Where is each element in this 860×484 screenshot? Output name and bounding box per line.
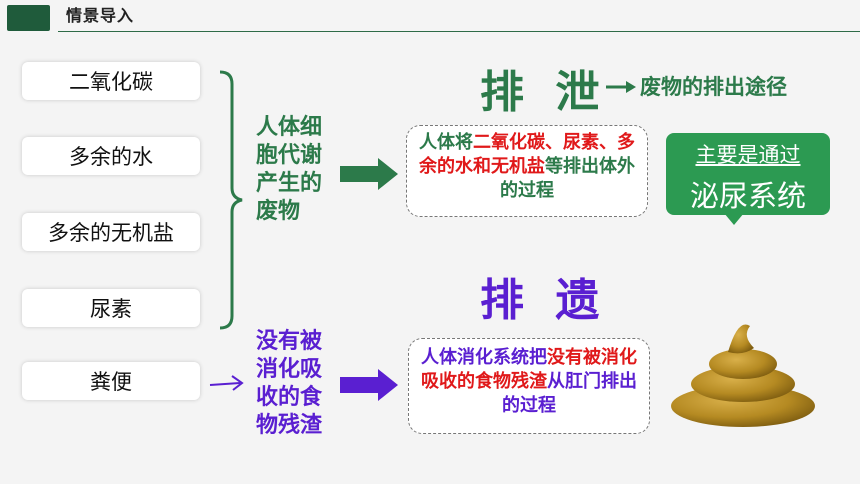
arrow-right-small-icon	[606, 81, 636, 93]
desc-prefix: 人体消化系统把	[421, 347, 547, 368]
reason-bottom-line: 收的食	[256, 385, 323, 410]
excretion-subtitle: 废物的排出途径	[640, 75, 787, 99]
excretion-description: 人体将二氧化碳、尿素、多余的水和无机盐等排出体外的过程	[406, 125, 648, 217]
desc-highlight: 二氧化碳、尿素、多余的水和无机盐	[419, 132, 635, 177]
item-excess-water: 多余的水	[22, 137, 200, 175]
title-excretion: 排 泄	[480, 67, 608, 118]
item-carbon-dioxide: 二氧化碳	[22, 62, 200, 100]
reason-food-residue: 没有被 消化吸 收的食 物残渣	[256, 328, 336, 440]
urinary-system-callout: 主要是通过 泌尿系统	[666, 133, 830, 215]
reason-metabolic-waste: 人体细 胞代谢 产生的 废物	[256, 114, 336, 226]
reason-top-line: 废物	[256, 199, 301, 224]
callout-bottom-text: 泌尿系统	[689, 179, 806, 213]
reason-top-line: 产生的	[256, 171, 323, 196]
reason-bottom-line: 物残渣	[256, 413, 323, 438]
desc-highlight: 没有被消化吸收的食物残渣	[421, 347, 637, 392]
egestion-description: 人体消化系统把没有被消化吸收的食物残渣从肛门排出的过程	[408, 338, 650, 434]
reason-top-line: 人体细	[256, 115, 323, 140]
arrow-right-green-icon	[340, 158, 398, 190]
page-title: 情景导入	[66, 6, 135, 25]
bracket	[219, 70, 243, 330]
desc-suffix: 等排出体外的过程	[500, 156, 635, 201]
desc-suffix: 从肛门排出的过程	[502, 371, 637, 416]
header-divider	[58, 31, 860, 32]
arrow-small-purple-icon	[209, 375, 244, 391]
item-urea: 尿素	[22, 289, 200, 327]
arrow-right-purple-icon	[340, 369, 398, 401]
title-egestion: 排 遗	[480, 275, 608, 326]
desc-prefix: 人体将	[419, 132, 473, 153]
reason-bottom-line: 没有被	[256, 329, 323, 354]
header-decoration	[7, 5, 50, 31]
callout-tail	[724, 213, 744, 225]
stool-icon	[671, 324, 815, 427]
reason-bottom-line: 消化吸	[256, 357, 323, 382]
item-excess-salt: 多余的无机盐	[22, 213, 200, 251]
callout-top-text: 主要是通过	[695, 143, 801, 167]
reason-top-line: 胞代谢	[256, 143, 323, 168]
item-stool: 粪便	[22, 362, 200, 400]
